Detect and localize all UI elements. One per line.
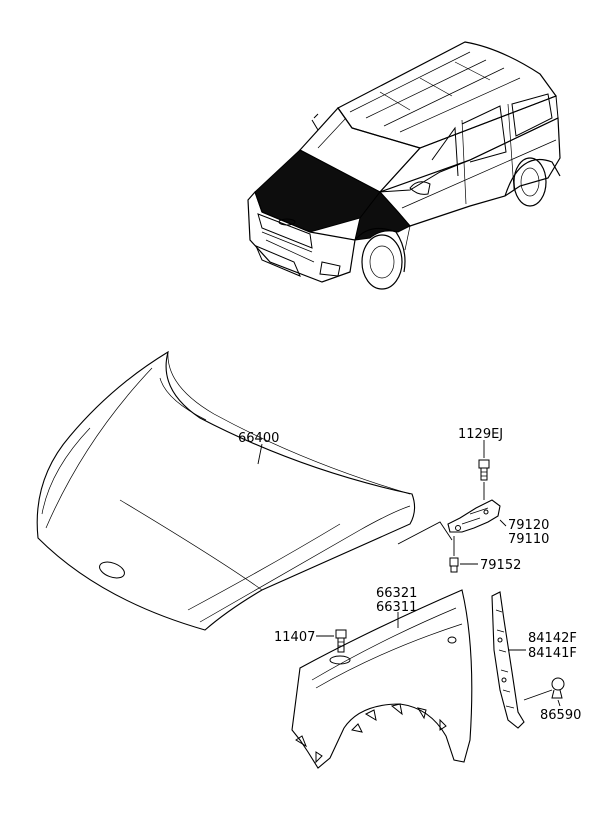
- label-84142F: 84142F: [528, 631, 577, 646]
- fender-bolt-icon: [335, 629, 347, 653]
- label-11407: 11407: [274, 630, 315, 645]
- bolt-upper-icon: [478, 459, 490, 481]
- label-86590: 86590: [540, 708, 581, 723]
- label-79110: 79110: [508, 532, 549, 547]
- label-66321: 66321: [376, 586, 417, 601]
- hood-panel: [36, 350, 416, 631]
- hood-hinge: [447, 499, 501, 533]
- bolt-lower-icon: [449, 557, 459, 573]
- clip-icon: [551, 677, 565, 699]
- label-79152: 79152: [480, 558, 521, 573]
- label-66311: 66311: [376, 600, 417, 615]
- front-fender: [291, 589, 473, 769]
- label-79120: 79120: [508, 518, 549, 533]
- label-66400: 66400: [238, 431, 279, 446]
- vehicle-illustration: [247, 41, 561, 290]
- label-1129EJ: 1129EJ: [458, 427, 503, 442]
- fender-bracket: [491, 591, 525, 729]
- label-84141F: 84141F: [528, 646, 577, 661]
